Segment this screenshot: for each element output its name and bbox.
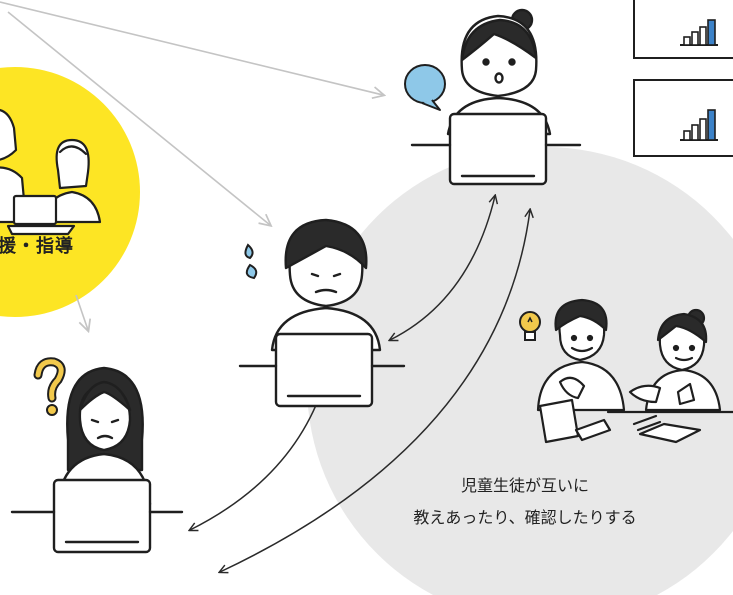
teacher-student-illustration [0, 108, 102, 236]
bar-chart-icon [680, 109, 718, 141]
chart-panel-bottom [633, 79, 733, 157]
support-guidance-label: 援・指導 [0, 236, 74, 257]
lightbulb-icon [519, 311, 541, 341]
interaction-arrows [190, 196, 530, 572]
student-middle-illustration [238, 218, 406, 408]
student-top-illustration [410, 8, 582, 186]
sweat-drop-icon [244, 243, 258, 280]
student-bottom-illustration [10, 366, 184, 554]
peer-pair-illustration [536, 298, 733, 444]
bar-chart-icon [680, 19, 718, 46]
question-mark-icon [33, 357, 66, 416]
chart-panel-top [633, 0, 733, 59]
speech-bubble-icon [404, 64, 446, 111]
peer-caption-line-2: 教えあったり、確認したりする [413, 508, 637, 527]
peer-caption: 児童生徒が互いに 教えあったり、確認したりする [395, 470, 655, 534]
peer-caption-line-1: 児童生徒が互いに [460, 476, 589, 495]
teacher-arrows [0, 1, 383, 330]
